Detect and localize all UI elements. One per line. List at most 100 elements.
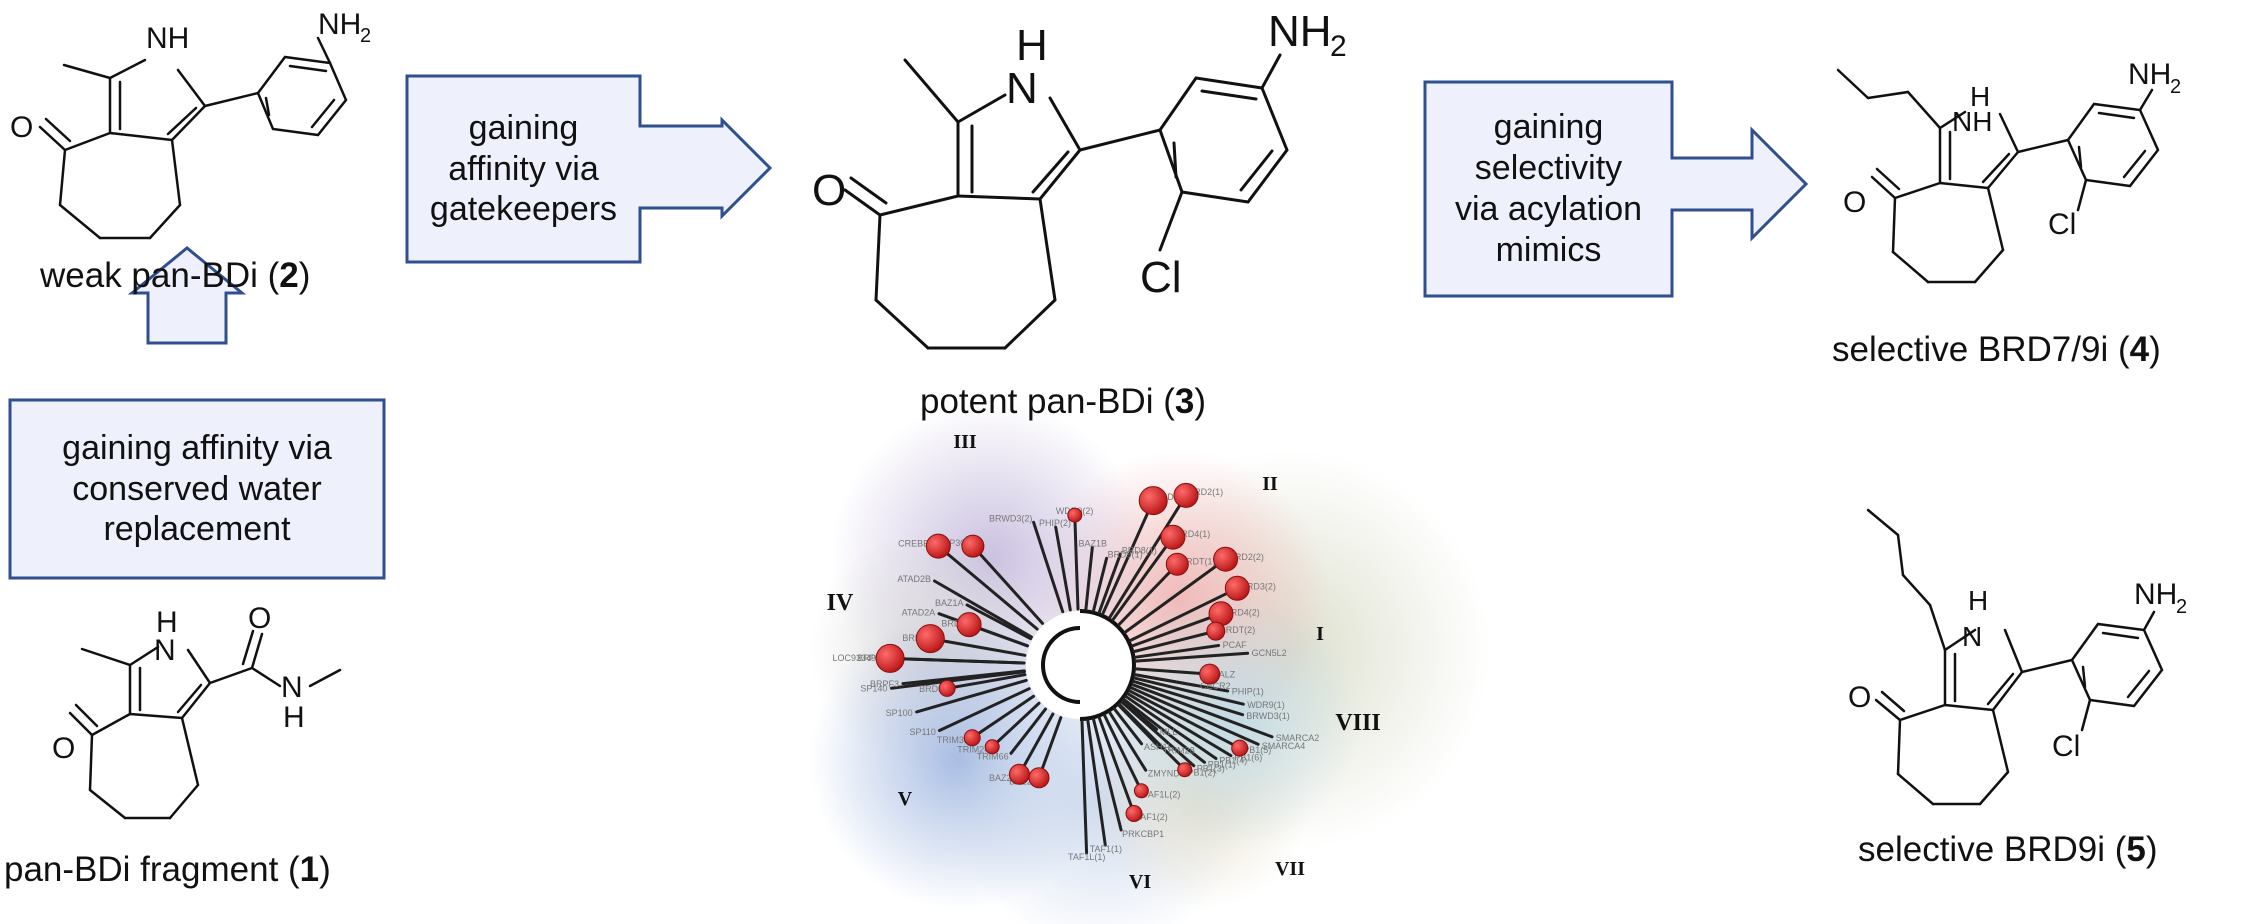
tree-leaf-label: CREBBP [898, 539, 935, 549]
ligand-bubble [1213, 546, 1239, 572]
molecule-1 [68, 629, 342, 820]
tree-leaf-label: PB1(6) [1234, 753, 1262, 763]
tree-branch [1131, 683, 1274, 739]
mol1-n-amide-label: N [281, 671, 303, 704]
tree-branch [1132, 629, 1218, 653]
tree-leaf-label: BRD9 [919, 684, 943, 694]
tree-family-label: I [1316, 623, 1324, 645]
tree-branch [1101, 499, 1155, 616]
ligand-bubble [1199, 663, 1221, 685]
ligand-bubble [1208, 601, 1234, 627]
tree-branch [1086, 719, 1107, 847]
mol5-o-label: O [1848, 681, 1871, 714]
right-arrow-1-line-2: affinity via [448, 149, 599, 188]
tree-branch [1097, 716, 1136, 815]
mol1-h-label: H [156, 606, 178, 639]
right-arrow-2-line-2: selectivity [1474, 149, 1623, 188]
tree-leaf-label: SP100 [886, 708, 913, 718]
tree-leaf-label: TRIM33 [937, 735, 969, 745]
tree-leaf-label: TAF1L(1) [1068, 852, 1105, 862]
mol2-nh2-label: NH [318, 8, 361, 41]
ligand-bubble [1165, 552, 1189, 576]
molecule-2 [38, 36, 348, 240]
tree-leaf-label: GCN5L2 [1252, 648, 1287, 658]
right-arrow-2-shape [1423, 80, 1809, 298]
tree-branch [1117, 562, 1179, 627]
tree-leaf-label: PB1(1) [1208, 760, 1236, 770]
ligand-bubble [1160, 524, 1186, 550]
tree-leaf-label: ZMYND11 [1148, 769, 1189, 779]
ligand-bubble [1138, 486, 1168, 516]
tree-branch [1092, 717, 1123, 832]
tree-leaf-label: SP110 [910, 727, 936, 737]
tree-leaf-label: BRWD3(2) [989, 514, 1032, 524]
tree-leaf-label: BRD1 [902, 633, 926, 643]
tree-family-label: III [953, 431, 977, 453]
tree-family-label: VII [1275, 858, 1305, 880]
tree-leaf-label: BAZ2B [989, 773, 1018, 783]
ligand-bubble [938, 679, 956, 697]
tree-leaf-label: ASH1L [1144, 742, 1173, 752]
tree-leaf-label: PHIP(2) [1039, 518, 1071, 528]
tree-outer-arc [1079, 609, 1137, 721]
tree-leaf-label: LOC93349 [833, 653, 877, 663]
tree-leaf-label: BRD3(2) [1241, 582, 1276, 592]
mol5-nh2-sub: 2 [2176, 596, 2187, 618]
tree-leaf-label: TAF1(2) [1135, 812, 1167, 822]
tree-leaf-label: BRPF1 [857, 653, 886, 663]
tree-branch [1097, 552, 1122, 614]
tree-family-label: VI [1129, 871, 1151, 893]
tree-leaf-label: BAZ1B [1079, 539, 1108, 549]
ligand-bubble [1125, 805, 1143, 822]
mol4-o-label: O [1843, 186, 1866, 219]
right-arrow-1-label: gaining affinity via gatekeepers [407, 76, 640, 262]
tree-leaf-label: FALZ [1214, 669, 1236, 679]
tree-branch [1121, 699, 1159, 731]
caption-compound-4: selective BRD7/9i (4) [1832, 330, 2161, 369]
caption-compound-3: potent pan-BDi (3) [920, 382, 1206, 421]
tree-leaf-label: BRD9(1) [1108, 549, 1143, 559]
tree-branch [1132, 679, 1245, 717]
tree-branch [889, 670, 1026, 690]
tree-leaf-label: BRD2(2) [1229, 552, 1264, 562]
right-arrow-2-line-4: mimics [1495, 230, 1602, 269]
mol5-nh2-label: NH [2134, 578, 2177, 611]
tree-leaf-label: TRIM24 [957, 745, 989, 755]
ligand-bubble [925, 533, 951, 559]
ligand-bubble [963, 729, 981, 747]
tree-branch [1108, 493, 1188, 619]
tree-family-label: IV [827, 590, 854, 616]
tree-leaf-label: ATAD2A [902, 607, 936, 617]
tree-branch [1128, 689, 1242, 750]
right-arrow-1-line-3: gatekeepers [429, 190, 618, 229]
molecule-4 [1836, 68, 2160, 284]
tree-branch [1118, 703, 1187, 772]
right-arrow-2-label: gaining selectivity via acylation mimics [1425, 82, 1672, 296]
tree-leaf-label: TRIM28 [1163, 746, 1195, 756]
mol3-h-label: H [1016, 21, 1048, 70]
tree-branch [1133, 676, 1245, 706]
mol3-cl-label: Cl [1140, 253, 1182, 302]
ligand-bubble [961, 534, 985, 558]
mol2-o-label: O [10, 111, 33, 144]
mol5-n-label: N [1962, 621, 1982, 652]
mol3-o-label: O [812, 166, 846, 215]
bromodomain-tree: BRWD3(2)PHIP(2)WDR9(2)BAZ1BBRD9(1)BRD8(1… [810, 400, 1490, 924]
tree-branch [1126, 692, 1233, 758]
up-arrow-line-1: gaining affinity via [62, 428, 332, 467]
mol4-cl-label: Cl [2048, 208, 2076, 241]
tree-leaf-label: PB1(5) [1243, 745, 1271, 755]
mol4-h-label: H [1970, 81, 1990, 112]
ligand-bubble [1231, 739, 1249, 757]
tree-branch [1108, 711, 1148, 772]
tree-branch [1009, 707, 1047, 755]
tree-leaf-label: BRD4(1) [1175, 529, 1210, 539]
mol2-nh2-sub: 2 [360, 25, 371, 47]
molecule-3 [843, 53, 1289, 350]
tree-leaf-label: BRPF3 [870, 679, 899, 689]
up-arrow-line-2: conserved water [72, 469, 322, 508]
up-arrow-box [8, 398, 386, 580]
tree-branch [1134, 651, 1250, 663]
tree-branch [1084, 546, 1094, 611]
